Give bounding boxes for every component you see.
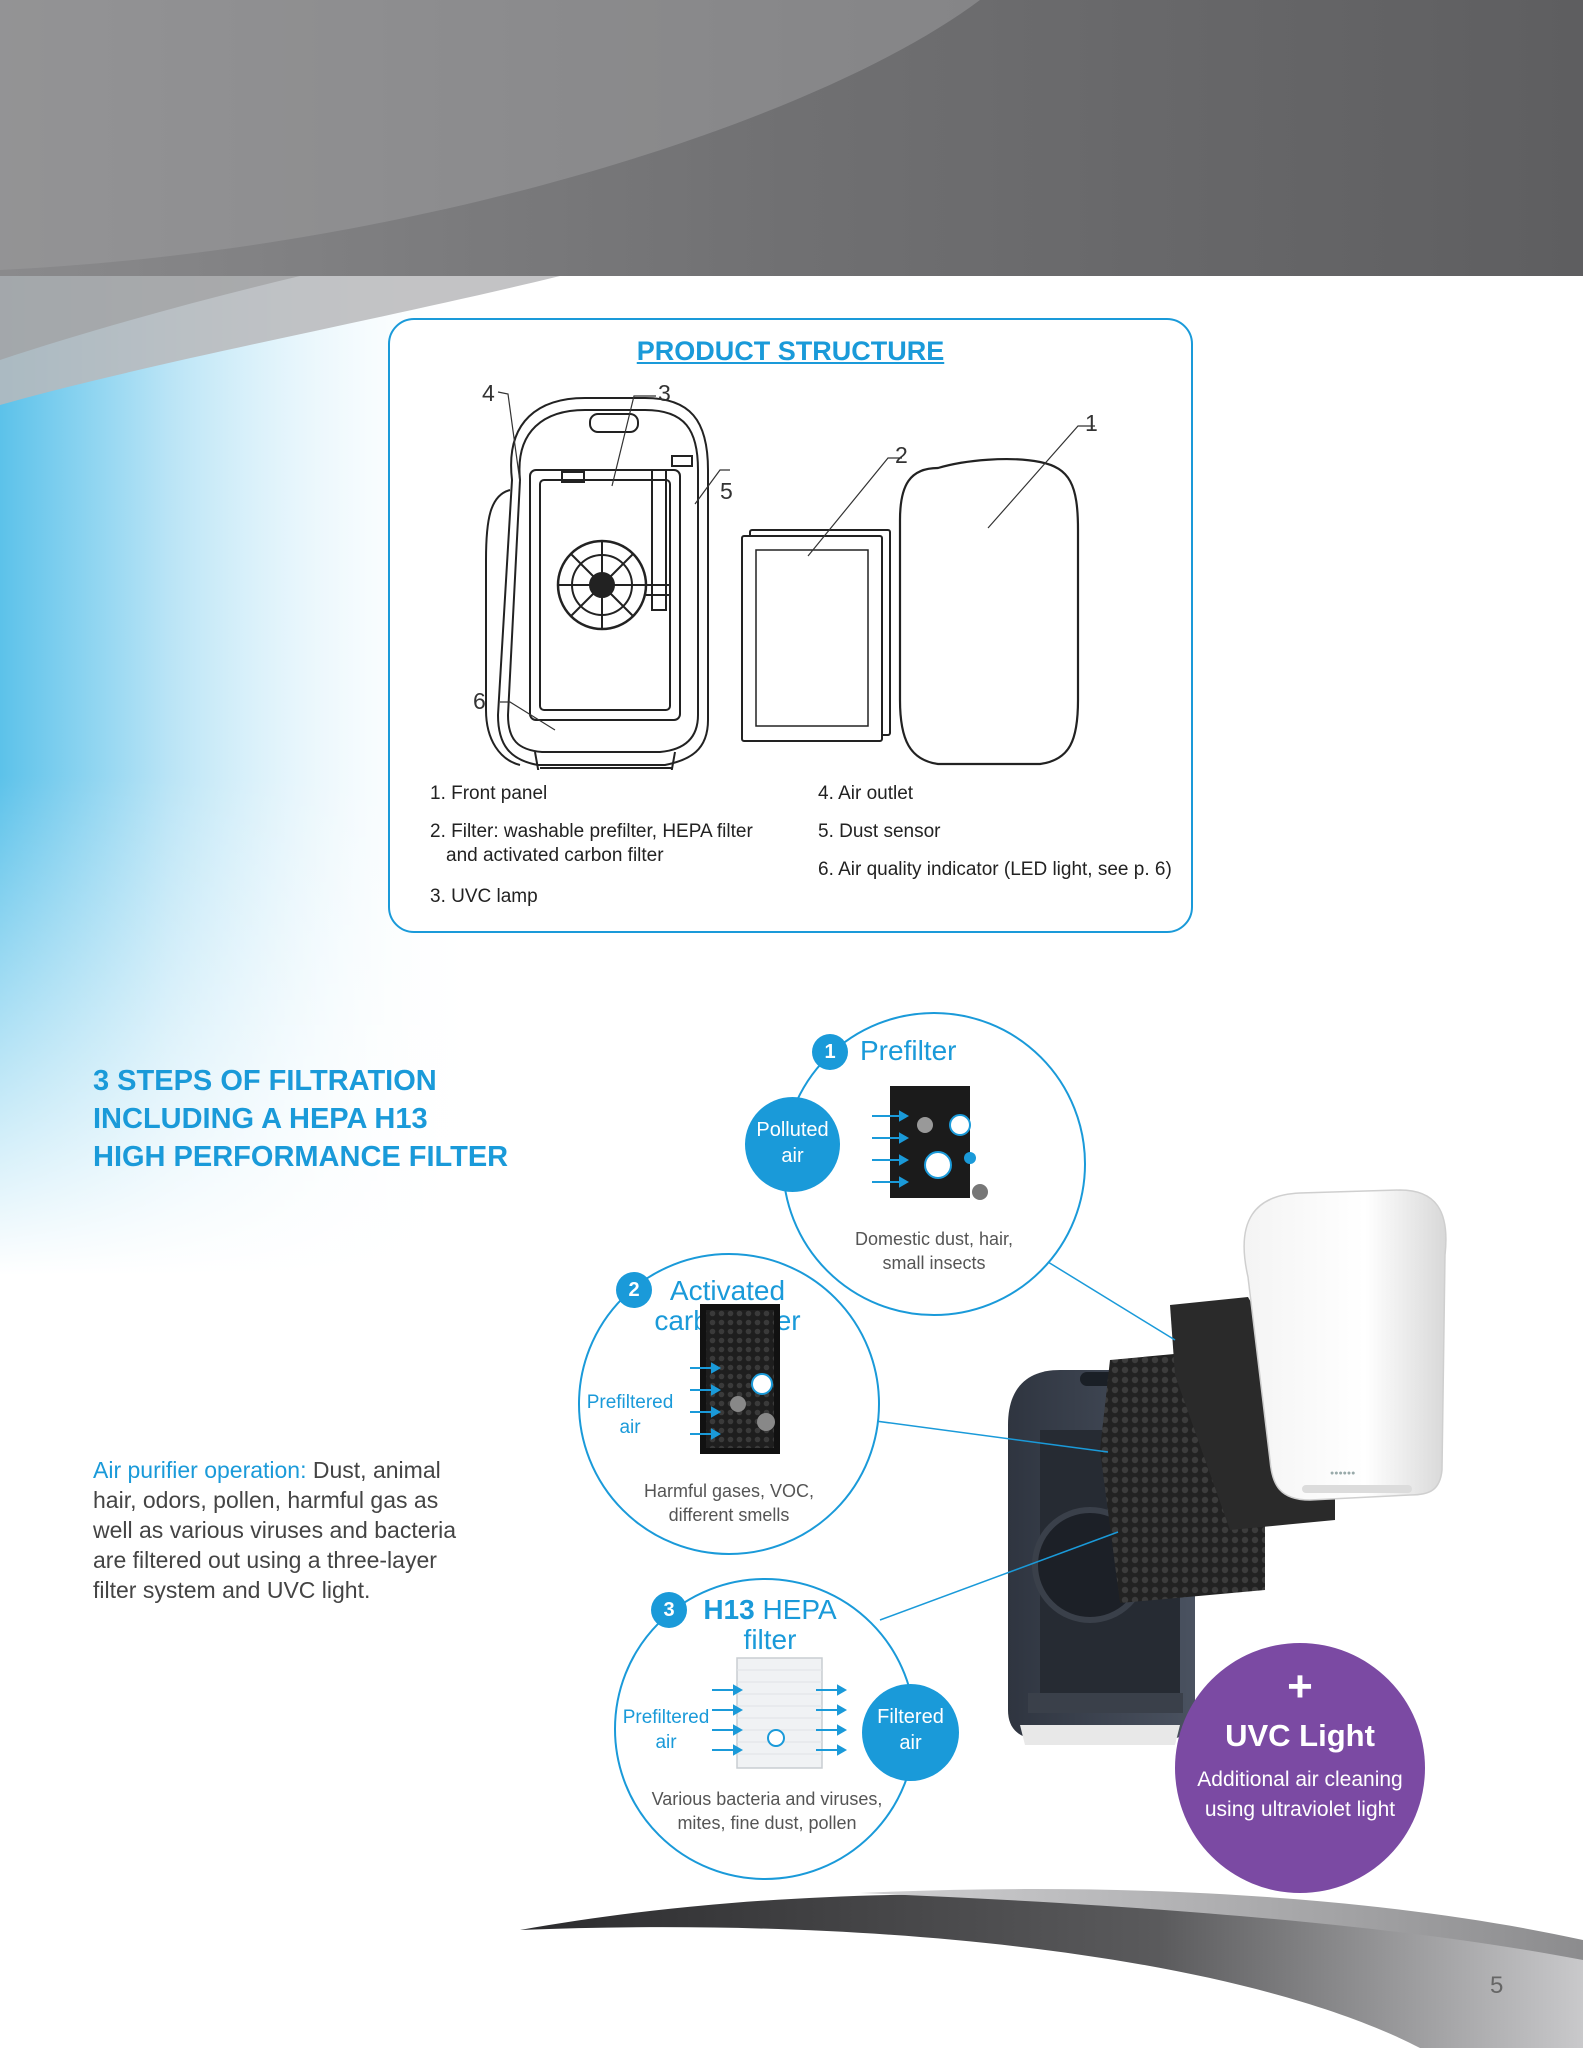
- step-3-input-line-2: air: [655, 1732, 677, 1753]
- product-exploded-illustration: [485, 391, 1095, 770]
- step-3-caption-line-2: mites, fine dust, pollen: [677, 1813, 857, 1833]
- filtered-air-bubble: Filtered air: [862, 1684, 959, 1781]
- step-1-caption-line-2: small insects: [882, 1253, 986, 1273]
- polluted-air-bubble: Polluted air: [745, 1097, 840, 1192]
- carbon-filter-icon: [690, 1304, 780, 1454]
- step-1-badge: 1: [812, 1034, 848, 1070]
- uvc-desc-line-2: using ultraviolet light: [1204, 1798, 1396, 1821]
- svg-text:●●●●●●: ●●●●●●: [1330, 1470, 1355, 1477]
- uvc-plus-icon: +: [1287, 1662, 1313, 1711]
- step-3-title-line-2: filter: [743, 1624, 797, 1655]
- step-2-title-line-1: Activated: [669, 1275, 786, 1306]
- step-3-caption-line-1: Various bacteria and viruses,: [651, 1789, 883, 1809]
- filtration-heading-line-3: HIGH PERFORMANCE FILTER: [93, 1141, 509, 1173]
- step-1-caption: Domestic dust, hair, small insects: [822, 1227, 1046, 1275]
- step-2-caption-line-2: different smells: [668, 1505, 790, 1525]
- step-3-title-rest: HEPA: [754, 1594, 837, 1625]
- callout-4: 4: [482, 380, 495, 406]
- filtration-heading: 3 STEPS OF FILTRATION INCLUDING A HEPA H…: [93, 1062, 573, 1176]
- filtration-heading-line-1: 3 STEPS OF FILTRATION: [93, 1065, 437, 1097]
- uvc-light-badge: + UVC Light Additional air cleaning usin…: [1175, 1643, 1425, 1893]
- legend-item-2-cont: and activated carbon filter: [446, 845, 664, 866]
- legend-item-3: 3. UVC lamp: [430, 886, 538, 907]
- operation-description: Air purifier operation: Dust, animal hai…: [93, 1455, 473, 1605]
- operation-body: Dust, animal hair, odors, pollen, harmfu…: [93, 1457, 457, 1603]
- prefilter-icon: [872, 1086, 988, 1200]
- callout-1: 1: [1085, 410, 1098, 436]
- uvc-desc-line-1: Additional air cleaning: [1197, 1768, 1403, 1791]
- operation-lead: Air purifier operation:: [93, 1457, 307, 1483]
- filtered-air-line-1: Filtered: [877, 1706, 944, 1728]
- legend-item-2: 2. Filter: washable prefilter, HEPA filt…: [430, 821, 753, 842]
- callout-2: 2: [895, 442, 908, 468]
- hepa-filter-icon: [712, 1657, 848, 1769]
- legend-item-6: 6. Air quality indicator (LED light, see…: [818, 859, 1172, 880]
- polluted-air-line-1: Polluted: [756, 1119, 829, 1141]
- legend-item-5: 5. Dust sensor: [818, 821, 941, 842]
- polluted-air-line-2: air: [781, 1145, 804, 1167]
- step-3-input-label: Prefiltered air: [616, 1705, 716, 1755]
- step-2-caption-line-1: Harmful gases, VOC,: [643, 1481, 815, 1501]
- step-2-input-line-1: Prefiltered: [586, 1392, 674, 1413]
- purifier-photo: ●●●●●●: [1008, 1189, 1447, 1745]
- step-2-caption: Harmful gases, VOC, different smells: [622, 1479, 836, 1527]
- step-2-input-label: Prefiltered air: [580, 1390, 680, 1440]
- step-2-badge: 2: [616, 1272, 652, 1308]
- product-structure-title: PRODUCT STRUCTURE: [636, 336, 945, 366]
- step-3-title-h13: H13: [703, 1594, 755, 1625]
- product-structure-panel: PRODUCT STRUCTURE: [388, 318, 1193, 933]
- step-2-input-line-2: air: [619, 1417, 641, 1438]
- step-1-title: Prefilter: [860, 1035, 957, 1066]
- callout-5: 5: [720, 478, 733, 504]
- page-number: 5: [1490, 1972, 1504, 1999]
- legend-item-4: 4. Air outlet: [818, 783, 914, 804]
- step-3-input-line-1: Prefiltered: [622, 1707, 710, 1728]
- uvc-description: Additional air cleaning using ultraviole…: [1185, 1765, 1415, 1825]
- step-3-title: H13 HEPA filter: [690, 1595, 850, 1655]
- filtration-heading-line-2: INCLUDING A HEPA H13: [93, 1103, 428, 1135]
- callout-3: 3: [658, 380, 671, 406]
- uvc-title: UVC Light: [1225, 1718, 1375, 1753]
- filtered-air-line-2: air: [899, 1732, 922, 1754]
- step-1-caption-line-1: Domestic dust, hair,: [854, 1229, 1014, 1249]
- legend-item-1: 1. Front panel: [430, 783, 548, 804]
- step-3-caption: Various bacteria and viruses, mites, fin…: [640, 1787, 894, 1835]
- step-3-badge: 3: [651, 1592, 687, 1628]
- callout-6: 6: [473, 688, 486, 714]
